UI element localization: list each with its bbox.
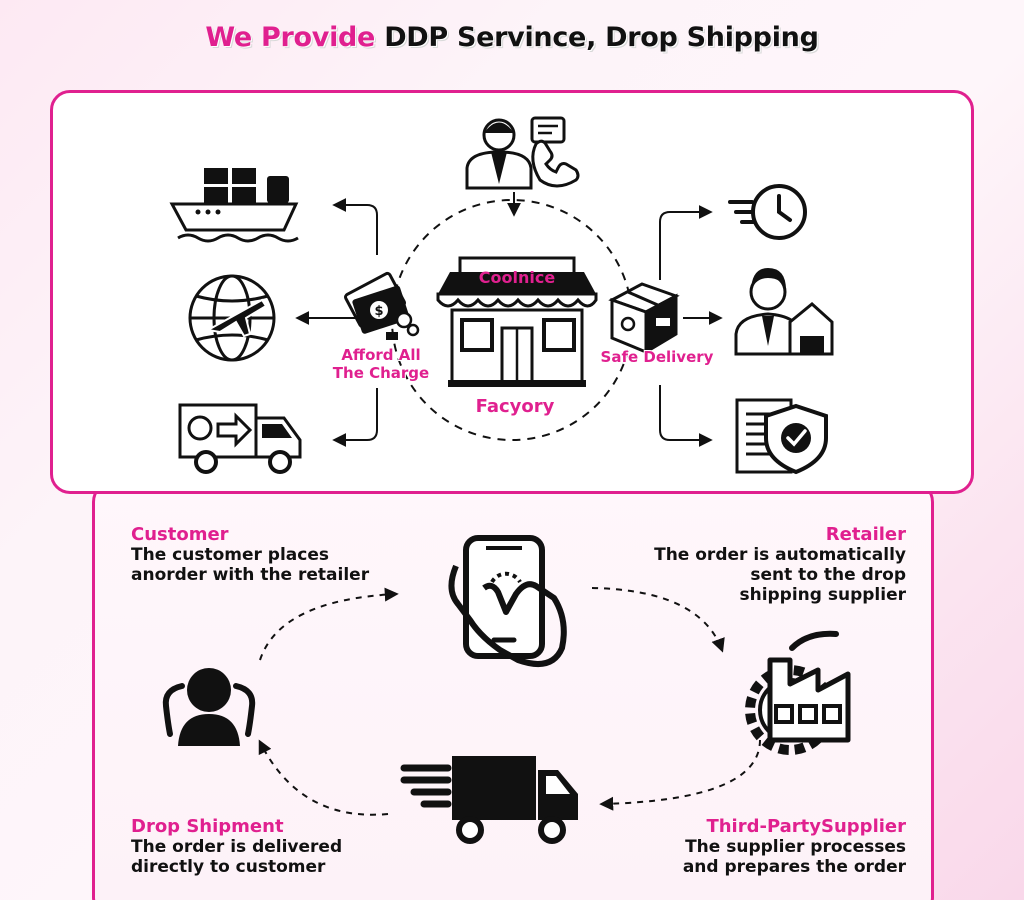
step-supplier-desc: The supplier processes and prepares the … [682, 837, 906, 877]
cargo-ship-icon [169, 168, 299, 243]
step-retailer-title: Retailer [825, 524, 906, 545]
title-highlight: We Provide [205, 22, 376, 53]
step-shipment-desc: The order is delivered directly to custo… [131, 837, 343, 877]
right-branch-arrows [659, 205, 723, 447]
step-customer-title: Customer [131, 524, 229, 545]
insurance-document-icon [735, 398, 828, 475]
globe-plane-icon [188, 274, 276, 362]
title-rest: DDP Servince, Drop Shipping [384, 22, 819, 53]
left-branch-arrows [295, 198, 378, 447]
package-box-icon [608, 282, 680, 355]
fast-clock-icon [728, 184, 807, 240]
customer-service-icon [465, 116, 580, 190]
step-retailer-desc: The order is automatically sent to the d… [654, 545, 906, 605]
svg-text:$: $ [374, 304, 383, 319]
step-supplier-title: Third-PartySupplier [706, 816, 906, 837]
step-customer: Customer The customer places anorder wit… [131, 524, 401, 586]
user-group-icon [162, 668, 256, 746]
page-title: We Provide DDP Servince, Drop Shipping [0, 22, 1024, 53]
step-retailer: Retailer The order is automatically sent… [600, 524, 906, 606]
storefront-icon [436, 256, 598, 387]
step-customer-desc: The customer places anorder with the ret… [131, 545, 370, 585]
factory-gear-icon [745, 630, 851, 755]
store-label: Facyory [475, 396, 555, 417]
delivery-person-icon [734, 268, 834, 356]
store-sign: Coolnice [478, 268, 556, 287]
step-shipment-title: Drop Shipment [131, 816, 284, 837]
fast-truck-icon [400, 756, 578, 844]
step-supplier: Third-PartySupplier The supplier process… [620, 816, 906, 878]
smartphone-tap-icon [448, 535, 567, 667]
step-shipment: Drop Shipment The order is delivered dir… [131, 816, 401, 878]
afford-charge-label: Afford All The Charge [332, 346, 430, 382]
cycle-arrows [258, 587, 761, 816]
safe-delivery-label: Safe Delivery [600, 348, 714, 366]
money-icon: $ [344, 271, 420, 340]
delivery-van-icon [178, 403, 302, 474]
